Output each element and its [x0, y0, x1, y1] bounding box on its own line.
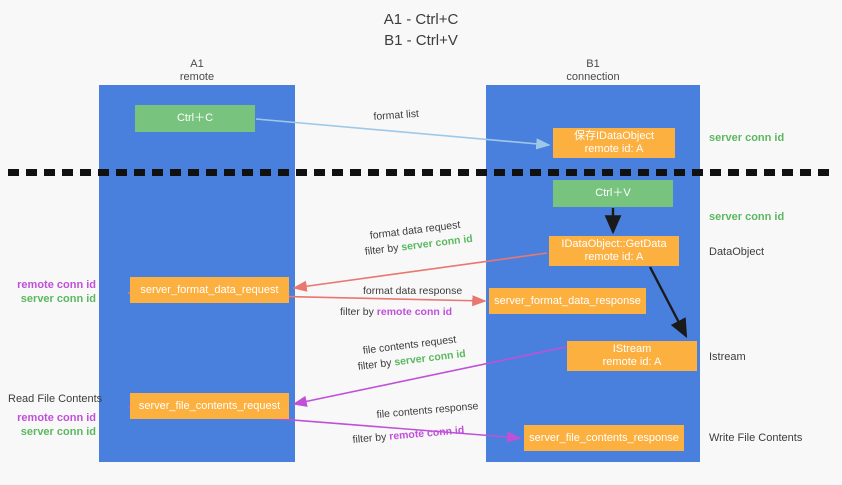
label-format-data-response: format data response — [363, 285, 463, 297]
annotation-server-conn-id-top: server conn id — [709, 132, 785, 144]
label-file-contents-response-filter: filter by remote conn id — [352, 424, 465, 446]
box-save-idataobject[interactable]: 保存IDataObject remote id: A — [553, 128, 675, 158]
label-format-data-response-filter: filter by remote conn id — [340, 306, 453, 318]
column-header-b1: B1 connection — [566, 58, 620, 83]
phase-divider-dashed-line — [8, 169, 834, 176]
label-file-contents-response: file contents response — [376, 400, 479, 421]
annotation-conn-ids-file: remote conn id server conn id — [8, 411, 96, 439]
box-istream[interactable]: IStream remote id: A — [567, 341, 697, 371]
annotation-remote-conn-id-1: remote conn id — [17, 279, 96, 291]
box-server-format-data-response[interactable]: server_format_data_response — [489, 288, 646, 314]
box-server-file-contents-request[interactable]: server_file_contents_request — [130, 393, 289, 419]
annotation-remote-conn-id-2: remote conn id — [17, 412, 96, 424]
box-server-file-contents-response[interactable]: server_file_contents_response — [524, 425, 684, 451]
box-idataobject-getdata[interactable]: IDataObject::GetData remote id: A — [549, 236, 679, 266]
annotation-server-conn-id-2: server conn id — [20, 426, 96, 438]
box-ctrl-v[interactable]: Ctrl＋V — [553, 180, 673, 207]
annotation-server-conn-id-1: server conn id — [20, 293, 96, 305]
annotation-data-object: DataObject — [709, 246, 765, 258]
annotation-istream: Istream — [709, 351, 746, 363]
box-server-format-data-request[interactable]: server_format_data_request — [130, 277, 289, 303]
label-format-list: format list — [373, 107, 420, 123]
column-header-a1: A1 remote — [179, 58, 215, 83]
annotation-write-file-contents: Write File Contents — [709, 432, 803, 444]
annotation-server-conn-id-second: server conn id — [709, 211, 785, 223]
annotation-conn-ids-format: remote conn id server conn id — [8, 278, 96, 306]
annotation-read-file-contents: Read File Contents — [8, 393, 103, 405]
box-ctrl-c[interactable]: Ctrl＋C — [135, 105, 255, 132]
diagram-title: A1 - Ctrl+C B1 - Ctrl+V — [383, 11, 459, 49]
